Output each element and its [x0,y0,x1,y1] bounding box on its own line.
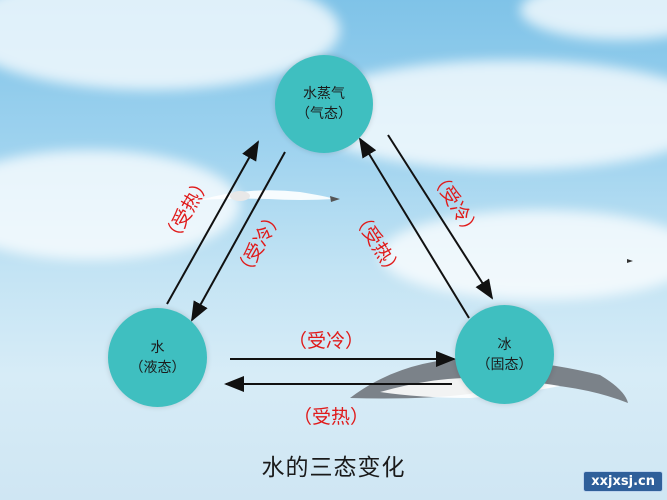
cloud [0,150,240,260]
edge-label-water-to-ice: （受冷） [288,330,365,352]
arrow-vapor-to-ice [387,134,494,300]
node-vapor-name: 水蒸气 [303,86,345,102]
watermark-logo: xxjxsj.cn [583,471,663,492]
node-water: 水 （液态） [108,308,207,407]
bird-icon [627,259,633,263]
node-vapor-state: （气态） [296,106,352,122]
node-ice-name: 冰 [497,336,512,353]
arrow-water-to-vapor [166,140,259,305]
diagram-title: 水的三态变化 [261,455,406,481]
edge-label-ice-to-water: （受热） [293,406,370,428]
node-water-name: 水 [150,339,165,356]
cloud [380,210,667,300]
seagull-image [200,190,340,202]
arrow-ice-to-vapor [358,137,470,319]
node-ice: 冰 （固态） [455,305,554,404]
arrow-vapor-to-water [191,151,286,322]
node-ice-state: （固态） [476,356,533,373]
node-water-state: （液态） [129,359,186,376]
node-vapor: 水蒸气 （气态） [275,55,373,153]
